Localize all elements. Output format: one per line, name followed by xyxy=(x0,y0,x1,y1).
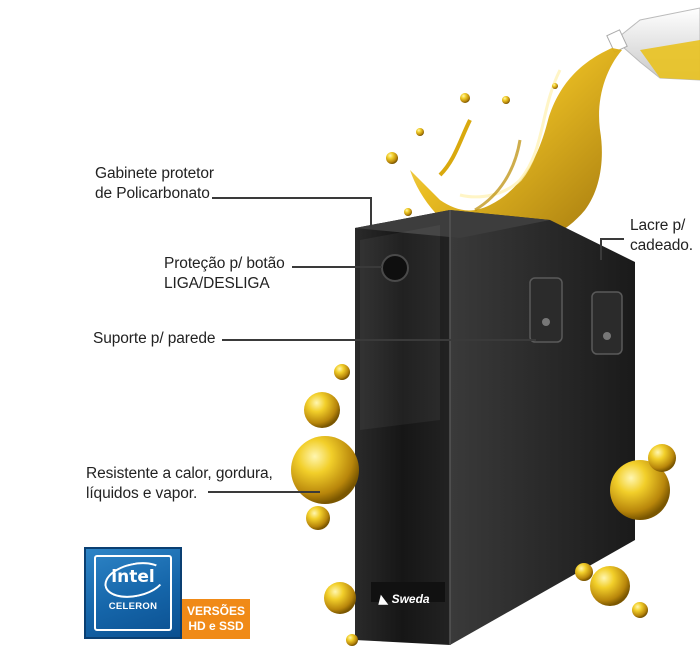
callout-resistant: Resistente a calor, gordura, líquidos e … xyxy=(86,464,273,504)
callout-seal: Lacre p/ cadeado. xyxy=(630,216,693,256)
callout-resistant-line1: Resistente a calor, gordura, xyxy=(86,465,273,482)
product-brand: ◣ Sweda xyxy=(379,592,430,606)
intel-model: CELERON xyxy=(108,601,158,612)
callout-resistant-line2: líquidos e vapor. xyxy=(86,485,198,502)
callout-button-protection-line2: LIGA/DESLIGA xyxy=(164,275,270,292)
oil-bubbles xyxy=(291,364,676,646)
product-brand-text: Sweda xyxy=(391,592,430,606)
callout-seal-line1: Lacre p/ xyxy=(630,217,686,234)
intel-badge-frame: intel CELERON xyxy=(94,555,172,631)
versions-line2: HD e SSD xyxy=(188,619,244,633)
callout-seal-leader-h xyxy=(600,238,624,240)
callout-cabinet-line1: Gabinete protetor xyxy=(95,165,214,182)
versions-line1: VERSÕES xyxy=(186,604,246,618)
callout-cabinet-leader-drop xyxy=(370,197,372,227)
intel-logo: intel xyxy=(111,567,155,587)
oil-stream xyxy=(410,48,622,249)
callout-wall-mount-leader xyxy=(222,339,536,341)
callout-resistant-leader xyxy=(208,491,320,493)
callout-button-protection-line1: Proteção p/ botão xyxy=(164,255,285,272)
callout-cabinet-line2: de Policarbonato xyxy=(95,185,210,202)
callout-cabinet-leader xyxy=(212,197,372,199)
callout-seal-line2: cadeado. xyxy=(630,237,693,254)
product-brand-mark: ◣ xyxy=(379,592,389,606)
callout-seal-leader xyxy=(600,238,602,260)
callout-button-protection-leader xyxy=(292,266,382,268)
callout-button-protection: Proteção p/ botão LIGA/DESLIGA xyxy=(164,254,285,294)
callout-cabinet: Gabinete protetor de Policarbonato xyxy=(95,164,214,204)
bottle xyxy=(606,7,700,81)
callout-wall-mount-line1: Suporte p/ parede xyxy=(93,330,216,347)
callout-wall-mount: Suporte p/ parede xyxy=(93,329,216,349)
versions-badge: VERSÕES HD e SSD xyxy=(182,599,250,639)
intel-celeron-badge: intel CELERON xyxy=(84,547,182,639)
cabinet xyxy=(355,210,635,645)
